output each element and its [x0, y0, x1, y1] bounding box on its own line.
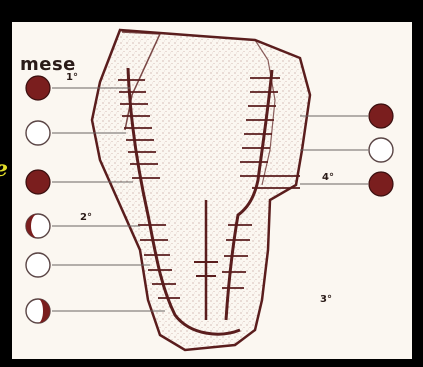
moon-full-right-1	[369, 104, 393, 128]
moon-new-1	[26, 121, 50, 145]
moon-full-2	[26, 170, 50, 194]
label-third: 3°	[320, 294, 332, 305]
moon-new-2	[26, 253, 50, 277]
moon-gibbous-icon	[26, 299, 50, 323]
label-first: 1°	[66, 72, 78, 83]
moon-full-right-2	[369, 172, 393, 196]
pointer-lines-right	[300, 116, 368, 184]
label-second: 2°	[80, 212, 92, 223]
side-character: e	[0, 156, 12, 186]
label-fourth: 4°	[322, 172, 334, 183]
moon-new-right	[369, 138, 393, 162]
moon-full-1	[26, 76, 50, 100]
moon-crescent-icon	[26, 214, 50, 238]
